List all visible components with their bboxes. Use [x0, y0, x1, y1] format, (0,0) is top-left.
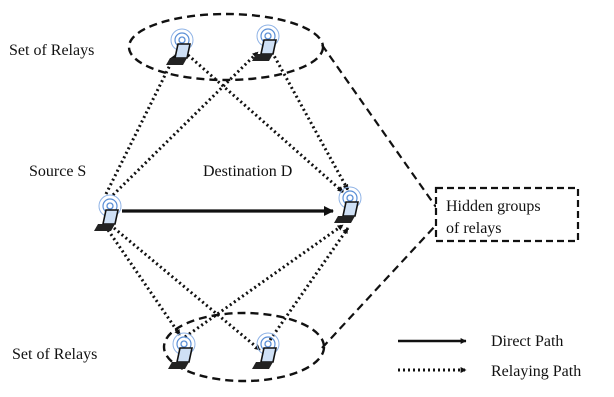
- relaying-paths: [104, 50, 350, 352]
- relay-path-r2-to-d: [270, 51, 350, 191]
- source-label: Source S: [29, 163, 86, 180]
- hidden-connector-bottom: [321, 224, 437, 349]
- legend-direct-label: Direct Path: [491, 333, 563, 350]
- relay-top-left-icon: [165, 28, 194, 66]
- hidden-groups-label-line2: of relays: [446, 220, 502, 237]
- relay-bottom-right-icon: [251, 332, 280, 370]
- relay-path-s-to-r3: [106, 229, 182, 336]
- relay-top-right-icon: [251, 24, 280, 62]
- relay-group-top-ellipse: [127, 12, 325, 82]
- relay-group-bottom-ellipse: [162, 311, 326, 383]
- relay-path-s-to-r2: [111, 50, 260, 197]
- destination-label: Destination D: [203, 163, 292, 180]
- hidden-groups-box: [434, 186, 580, 243]
- hidden-connector-top: [321, 44, 437, 208]
- relay-path-r3-to-d: [184, 223, 344, 339]
- relay-path-s-to-r4: [113, 226, 261, 352]
- hidden-groups-label-line1: Hidden groups: [446, 198, 541, 215]
- relay-path-s-to-r1: [104, 54, 177, 195]
- relays-top-label: Set of Relays: [9, 42, 94, 59]
- legend-relaying-label: Relaying Path: [491, 363, 581, 380]
- source-node-icon: [93, 194, 122, 232]
- relays-bottom-label: Set of Relays: [12, 346, 97, 363]
- destination-node-icon: [333, 186, 362, 224]
- relay-path-r4-to-d: [268, 227, 350, 341]
- relay-bottom-left-icon: [167, 332, 196, 370]
- legend: Direct Path Relaying Path: [398, 333, 581, 380]
